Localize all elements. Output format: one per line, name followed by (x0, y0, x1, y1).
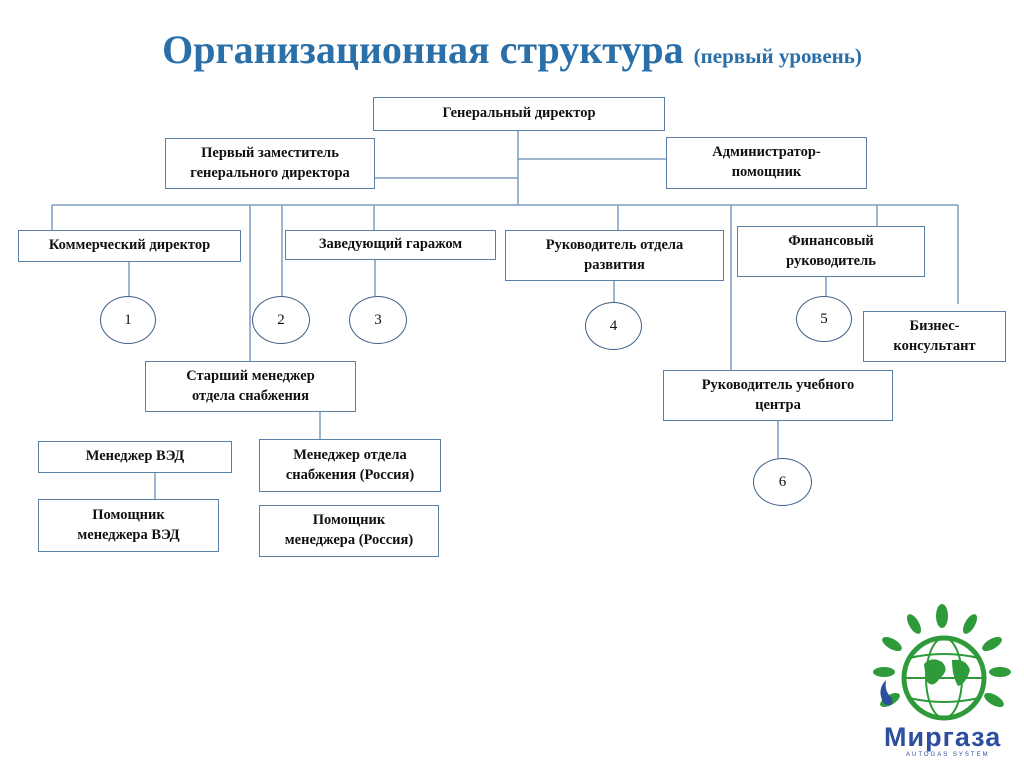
garage-head-box: Заведующий гаражом (285, 230, 496, 260)
first-deputy-box: Первый заместитель генерального директор… (165, 138, 375, 189)
general-director-box: Генеральный директор (373, 97, 665, 131)
russia-manager-assistant-box: Помощник менеджера (Россия) (259, 505, 439, 557)
senior-supply-manager-box: Старший менеджер отдела снабжения (145, 361, 356, 412)
fea-manager-box: Менеджер ВЭД (38, 441, 232, 473)
supply-manager-russia-box: Менеджер отдела снабжения (Россия) (259, 439, 441, 492)
financial-head-box: Финансовый руководитель (737, 226, 925, 277)
page-title: Организационная структура (первый уровен… (0, 26, 1024, 73)
mirgaza-logo-icon (873, 604, 1011, 721)
commercial-director-box: Коммерческий директор (18, 230, 241, 262)
business-consultant-box: Бизнес- консультант (863, 311, 1006, 362)
circle-6: 6 (753, 458, 812, 506)
title-sub: (первый уровень) (693, 44, 862, 68)
fea-manager-assistant-box: Помощник менеджера ВЭД (38, 499, 219, 552)
circle-5: 5 (796, 296, 852, 342)
circle-3: 3 (349, 296, 407, 344)
admin-assistant-box: Администратор- помощник (666, 137, 867, 189)
title-main: Организационная структура (162, 27, 684, 72)
development-head-box: Руководитель отдела развития (505, 230, 724, 281)
circle-4: 4 (585, 302, 642, 350)
training-center-head-box: Руководитель учебного центра (663, 370, 893, 421)
circle-2: 2 (252, 296, 310, 344)
circle-1: 1 (100, 296, 156, 344)
logo-tagline: AUTOGAS SYSTEM (906, 752, 990, 758)
logo-name: Миргаза (884, 722, 1002, 752)
